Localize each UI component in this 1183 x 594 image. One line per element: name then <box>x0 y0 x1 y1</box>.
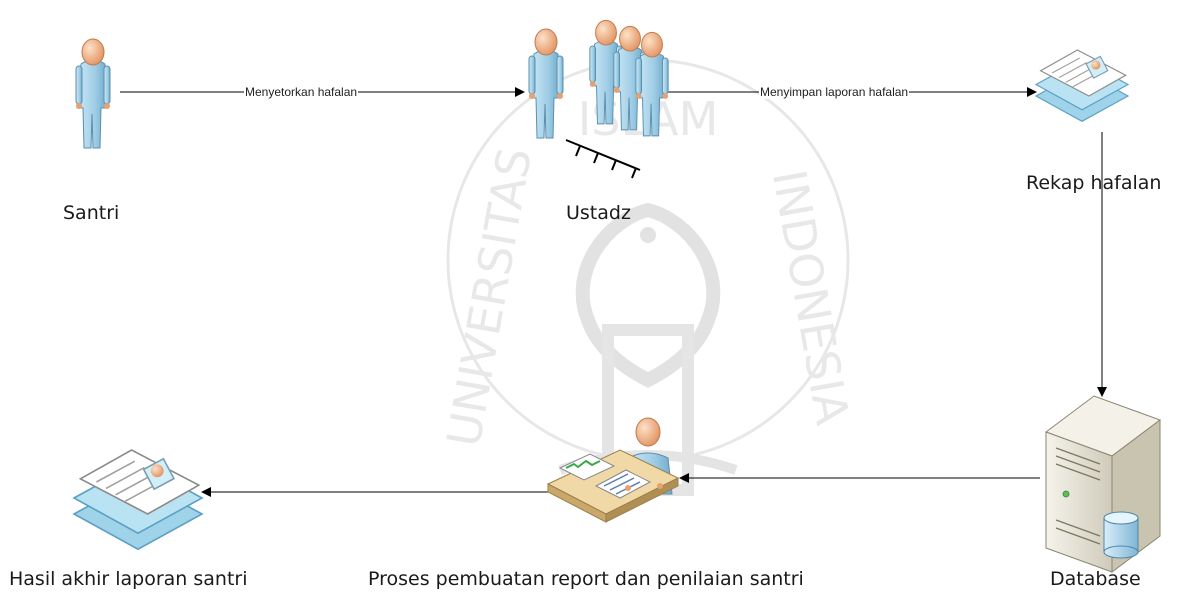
santri-label: Santri <box>63 202 120 224</box>
person-icon <box>75 38 111 149</box>
hasil-label: Hasil akhir laporan santri <box>9 568 248 590</box>
edge-label-menyetorkan: Menyetorkan hafalan <box>244 85 359 99</box>
documents-icon <box>1035 49 1129 122</box>
santri-node <box>75 38 111 149</box>
database-node <box>1044 395 1162 573</box>
hasil-node <box>73 449 203 551</box>
database-server-icon <box>1044 395 1162 573</box>
edge-label-menyimpan: Menyimpan laporan hafalan <box>759 85 910 99</box>
rekap-label: Rekap hafalan <box>1026 172 1162 194</box>
person-at-desk-icon <box>546 417 680 523</box>
proses-node <box>546 417 680 523</box>
ustadz-node <box>528 19 669 179</box>
group-icon <box>528 19 669 179</box>
ustadz-label: Ustadz <box>566 202 631 224</box>
proses-label: Proses pembuatan report dan penilaian sa… <box>368 568 804 590</box>
documents-icon <box>73 449 203 551</box>
database-label: Database <box>1050 568 1141 590</box>
rekap-node <box>1035 49 1129 122</box>
